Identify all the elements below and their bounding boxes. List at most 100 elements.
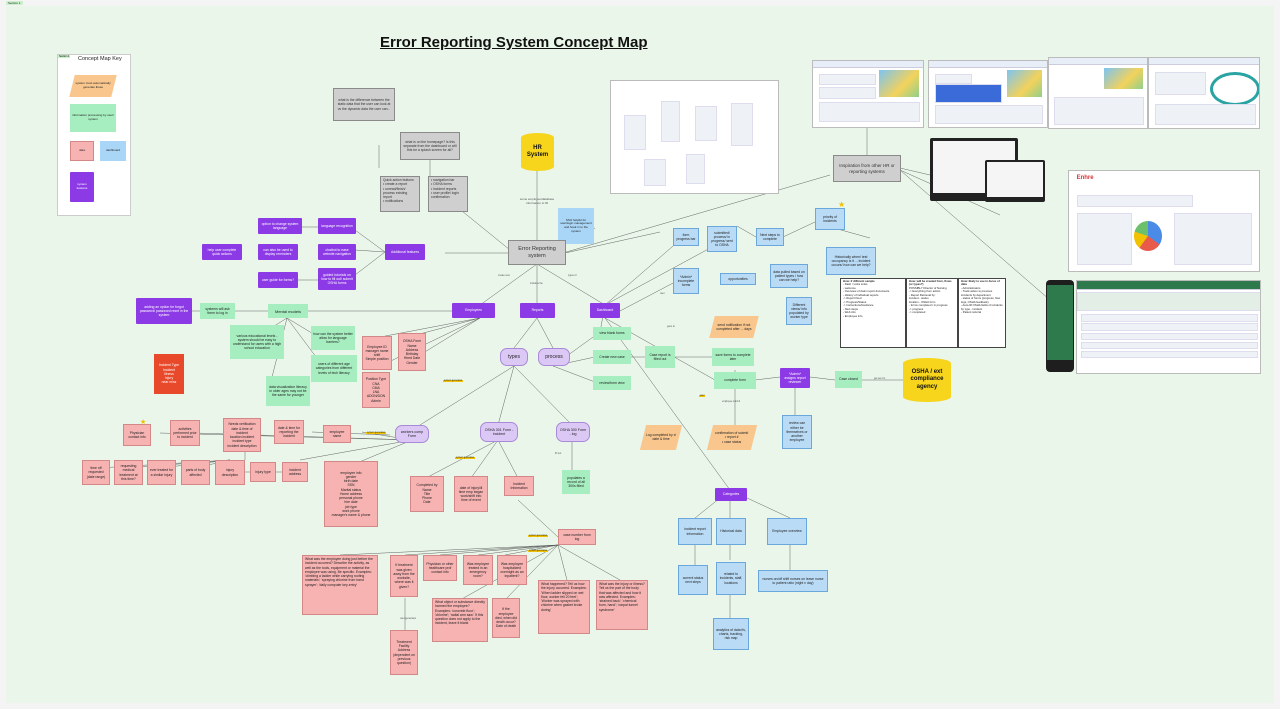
reports-node[interactable]: Reports	[520, 303, 555, 318]
language-barriers-node[interactable]: how can the system better allow for lang…	[311, 326, 355, 350]
save-forms-node[interactable]: save forms to complete later	[712, 348, 754, 366]
prior-activities-field: activities performed prior to incident	[170, 420, 200, 446]
hospitalized-question: Was employee hospitalized overnight as a…	[497, 555, 527, 585]
populates-300a-node[interactable]: populates a record of all 300s filled	[562, 470, 590, 494]
current-status-node[interactable]: current status next steps	[678, 565, 708, 595]
incident-type-node: Incident Type Incident Illness Injury ne…	[154, 354, 184, 394]
date-of-death-question: If the employee died, when did death occ…	[492, 598, 520, 638]
legend-orange-item: system must automatically generate these	[69, 75, 117, 97]
view-blank-forms-node[interactable]: view blank forms	[593, 327, 631, 340]
form-progress-bar-node[interactable]: form progress bar	[673, 228, 699, 246]
display-reminders-node[interactable]: can also be used to display reminders	[258, 244, 298, 260]
system-login-node[interactable]: systems will ask them to log in	[200, 303, 235, 319]
employee-name-field: employee name	[323, 425, 351, 443]
guided-tutorials-node[interactable]: guided tutorials on how to fill out/ sub…	[318, 268, 356, 290]
osha-form-fields: OSHA Form Name Address Birthday Hired Da…	[398, 333, 426, 371]
employees-node[interactable]: Employees	[452, 303, 495, 318]
next-steps-node[interactable]: Next steps to complete	[756, 228, 784, 246]
reporting-date-field: date & time for reporting the incident	[274, 420, 304, 444]
edge-label: fill out	[555, 452, 562, 455]
log-completed-node[interactable]: Log completed by x/ date & time	[639, 425, 683, 450]
data-viz-literacy-node[interactable]: data visualization literacy in older age…	[266, 376, 310, 406]
additional-features-node[interactable]: Additional features	[385, 244, 425, 260]
employee-activity-question: What was the employee doing just before …	[302, 555, 378, 615]
navigation-bar-note[interactable]: • navigation bar • OSHA forms • incident…	[428, 176, 468, 212]
legend-blue-item: dashboard	[100, 141, 126, 161]
user-guide-node[interactable]: user guide for forms?	[258, 272, 298, 288]
notes-col2-title: How: will be created from, flows (or typ…	[909, 279, 952, 287]
treatment-facility-address: Treatment Facility Address (dependent on…	[390, 630, 418, 675]
case-number-field: case number from log	[558, 529, 596, 545]
types-node[interactable]: types	[500, 348, 528, 366]
admin-assigns-reviewer-node[interactable]: *Admin* assigns report reviewer	[780, 368, 810, 388]
notes-col3-title: How: likely to use in-focus of data	[961, 279, 1000, 287]
data-pulled-node[interactable]: data pulled based on patient types / how…	[770, 264, 808, 288]
age-categories-node[interactable]: users of different age categories from d…	[311, 355, 357, 382]
forgot-password-node[interactable]: adding an option for forgot password/ pa…	[136, 298, 192, 324]
incident-report-info-node[interactable]: incident report information	[678, 518, 712, 545]
mobile-app-mockup	[1046, 280, 1074, 372]
hr-system-cylinder[interactable]: HR System	[521, 133, 554, 171]
ever-treated-field: ever treated for a similar injury	[147, 460, 176, 485]
quick-actions-note[interactable]: Quick action buttons • create a report •…	[380, 176, 420, 212]
mental-models-node[interactable]: Mental models	[268, 304, 308, 318]
confirmation-node[interactable]: confirmation of submit • report # • case…	[706, 425, 758, 450]
complete-form-node[interactable]: complete form	[714, 372, 756, 389]
review-form-view-node[interactable]: review/form view	[593, 376, 631, 390]
nurses-on-shift-node[interactable]: nurses on/off shift nurses on leave nurs…	[758, 570, 828, 592]
time-off-field: time off requested (date range)	[82, 460, 110, 485]
osha-301-form-node[interactable]: OSHA 301 Form - incident	[480, 422, 518, 442]
change-language-node[interactable]: option to change system language	[258, 218, 302, 234]
notes-column-3: How: likely to use in-focus of data- Adm…	[958, 278, 1006, 348]
different-views-node[interactable]: Different views/ info populated by worke…	[786, 297, 812, 325]
what-happened-question: What happened? Tell us how the injury oc…	[538, 580, 590, 634]
language-recognition-node[interactable]: language recognition	[318, 218, 356, 234]
help-quick-actions-node[interactable]: help user complete quick actions	[202, 244, 242, 260]
notes-column-2: How: will be created from, flows (or typ…	[906, 278, 958, 348]
injury-description-field: injury description	[215, 460, 245, 485]
priority-incidents-node[interactable]: priority of incidents	[815, 208, 845, 230]
edge-label: employee submit	[722, 400, 741, 403]
user-tag: user	[699, 395, 706, 397]
edge-label: types of	[568, 274, 577, 277]
error-reporting-system-node[interactable]: Error Reporting system	[508, 240, 566, 265]
body-parts-field: parts of body affected	[181, 460, 210, 485]
star-icon: ★	[838, 200, 846, 209]
historical-occupancy-node[interactable]: Historically when/ test occupancy is it …	[826, 247, 876, 275]
static-vs-dynamic-question[interactable]: what is the difference between the stati…	[333, 88, 395, 121]
reviewer-choice-node[interactable]: review can either be themselves or anoth…	[782, 415, 812, 449]
system-generates-tag: system generates	[528, 535, 549, 537]
analytics-node[interactable]: analytics of data ifs, charts, tracking,…	[713, 618, 749, 650]
treatment-location-question: If treatment was given away from the wor…	[390, 555, 418, 597]
submission-status-node[interactable]: submitted/ process/ in progress/ sent to…	[707, 226, 737, 252]
analytics-dashboard-image: Enhre	[1068, 170, 1260, 272]
osha-agency-cylinder[interactable]: OSHA / ext compliance agency	[903, 358, 951, 402]
needs-verification-fields: Needs verification date & time of incide…	[223, 418, 261, 452]
admin-incomplete-forms-node[interactable]: *Admin* incomplete forms	[673, 268, 699, 294]
osha-300-form-node[interactable]: OSHA 300 Form - log	[556, 422, 590, 442]
case-report-node[interactable]: Case report is filled out	[645, 346, 675, 368]
notes-col1-body: - Dash / Links Links - welcome - Overvie…	[843, 282, 890, 318]
categories-node[interactable]: Categories	[715, 488, 747, 501]
send-notification-node[interactable]: send notification if not completed after…	[709, 316, 759, 338]
opportunities-node[interactable]: opportunities	[720, 273, 756, 285]
sso-sticky-note[interactable]: SSO helpful for user/login management an…	[558, 208, 594, 244]
process-node[interactable]: process	[538, 348, 570, 366]
workers-comp-form-node[interactable]: workers comp Form	[395, 425, 429, 443]
educational-levels-node[interactable]: various educational levels - system shou…	[230, 325, 284, 359]
notes-column-1: How: if different sample- Dash / Links L…	[840, 278, 906, 348]
related-incidents-node[interactable]: related to incidents, staff, locations	[716, 562, 746, 595]
employee-overview-node[interactable]: Employee overview	[767, 518, 807, 545]
legend-section-tag: Section 1	[58, 55, 71, 58]
reference-screenshot-4	[1148, 57, 1260, 129]
notes-col3-body: - Administrators - Track action to previ…	[961, 285, 1003, 315]
create-new-case-node[interactable]: Create new case	[593, 350, 631, 364]
homepage-question[interactable]: what is on the homepage? Is this separat…	[400, 132, 460, 160]
case-closed-node[interactable]: Case closed	[835, 371, 862, 388]
legend-title: Concept Map Key	[78, 56, 122, 62]
inspiration-node[interactable]: Inspiration from other HR or reporting s…	[833, 155, 901, 182]
dashboard-node[interactable]: Dashboard	[590, 303, 620, 318]
chatbot-node[interactable]: chatbot to ease website navigation	[318, 244, 356, 260]
incident-information-node: Incident Information	[504, 476, 534, 496]
historical-data-node[interactable]: Historical data	[716, 518, 746, 545]
